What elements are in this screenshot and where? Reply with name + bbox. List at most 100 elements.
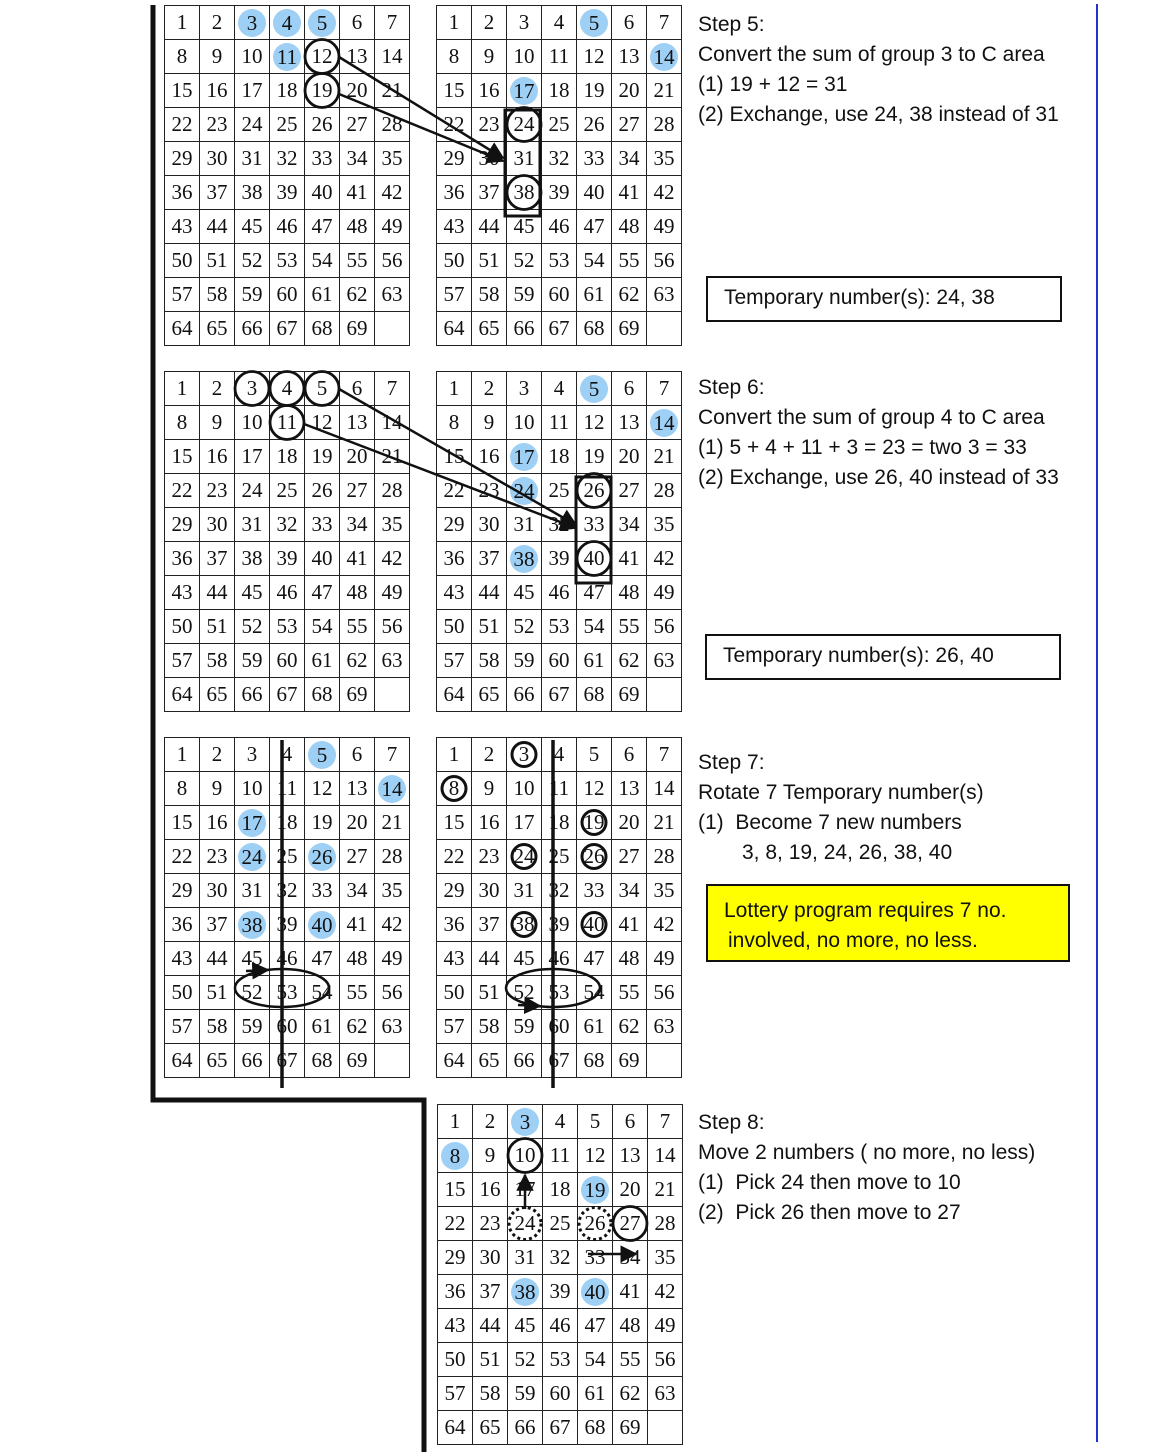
- grid-cell-31: 31: [506, 507, 542, 542]
- grid-number: 62: [618, 1014, 640, 1038]
- grid-cell-45: 45: [506, 575, 542, 610]
- grid-cell-15: 15: [164, 805, 200, 840]
- grid-cell-29: 29: [436, 141, 472, 176]
- grid-cell-16: 16: [472, 1172, 508, 1207]
- grid-number: 65: [206, 682, 228, 706]
- grid-cell-69: 69: [611, 311, 647, 346]
- grid-number: 62: [618, 282, 640, 306]
- grid-number: 57: [444, 1381, 466, 1405]
- grid-cell-50: 50: [164, 609, 200, 644]
- grid-number: 24: [513, 844, 535, 868]
- grid-cell-47: 47: [576, 209, 612, 244]
- grid-cell-19: 19: [577, 1172, 613, 1207]
- grid-cell-22: 22: [437, 1206, 473, 1241]
- grid-number: 16: [478, 78, 500, 102]
- grid-number: 29: [444, 1245, 466, 1269]
- grid-cell-46: 46: [269, 209, 305, 244]
- grid-number: 31: [513, 146, 535, 170]
- grid-cell-66: 66: [507, 1410, 543, 1445]
- grid-cell-17: 17: [234, 73, 270, 108]
- grid-cell-44: 44: [199, 575, 235, 610]
- grid-cell-12: 12: [577, 1138, 613, 1173]
- grid-number: 65: [478, 1048, 500, 1072]
- grid-cell-44: 44: [471, 575, 507, 610]
- grid-cell-63: 63: [374, 1009, 410, 1044]
- grid-cell-64: 64: [436, 311, 472, 346]
- grid-cell-28: 28: [646, 107, 682, 142]
- grid-cell-2: 2: [199, 737, 235, 772]
- grid-number: 23: [478, 478, 500, 502]
- grid-number: 59: [514, 1381, 536, 1405]
- grid-cell-17: 17: [234, 805, 270, 840]
- grid-number: 22: [443, 112, 465, 136]
- grid-number: 58: [479, 1381, 501, 1405]
- grid-number: 11: [548, 44, 570, 68]
- grid-number: 64: [171, 682, 193, 706]
- grid-number: 4: [553, 742, 565, 766]
- grid-number: 16: [206, 444, 228, 468]
- grid-number: 50: [444, 1347, 466, 1371]
- grid-number: 21: [653, 78, 675, 102]
- grid-number: 55: [619, 1347, 641, 1371]
- grid-number: 60: [276, 648, 298, 672]
- grid-number: 56: [381, 248, 403, 272]
- grid-cell-65: 65: [471, 311, 507, 346]
- grid-cell-53: 53: [542, 1342, 578, 1377]
- grid-cell-54: 54: [304, 975, 340, 1010]
- grid-number: 24: [514, 1211, 536, 1235]
- grid-number: 13: [346, 776, 368, 800]
- grid-cell-47: 47: [576, 575, 612, 610]
- grid-number: 49: [653, 946, 675, 970]
- grid-cell-5: 5: [304, 371, 340, 406]
- grid-cell-21: 21: [646, 73, 682, 108]
- grid-number: 27: [346, 478, 368, 502]
- grid-cell-10: 10: [234, 39, 270, 74]
- grid-cell-28: 28: [374, 107, 410, 142]
- grid-number: 33: [584, 1245, 606, 1269]
- grid-cell-43: 43: [436, 209, 472, 244]
- grid-number: 18: [276, 810, 298, 834]
- grid-cell-22: 22: [436, 107, 472, 142]
- grid-cell-29: 29: [437, 1240, 473, 1275]
- grid-number: 69: [618, 682, 640, 706]
- grid-number: 5: [589, 1109, 601, 1133]
- grid-number: 65: [479, 1415, 501, 1439]
- grid-number: 52: [241, 248, 263, 272]
- grid-number: 51: [206, 248, 228, 272]
- grid-cell-4: 4: [541, 371, 577, 406]
- grid-cell-48: 48: [611, 941, 647, 976]
- grid-number: 20: [346, 444, 368, 468]
- grid-number: 33: [311, 878, 333, 902]
- grid-number: 67: [548, 682, 570, 706]
- grid-cell-10: 10: [234, 405, 270, 440]
- grid-number: 21: [381, 444, 403, 468]
- grid-number: 49: [381, 946, 403, 970]
- grid-cell-6: 6: [339, 371, 375, 406]
- grid-number: 24: [513, 112, 535, 136]
- grid-cell-32: 32: [541, 141, 577, 176]
- grid-cell-32: 32: [541, 507, 577, 542]
- grid-cell-60: 60: [541, 277, 577, 312]
- grid-number: 44: [478, 580, 500, 604]
- grid-number: 10: [513, 776, 535, 800]
- grid-cell-41: 41: [612, 1274, 648, 1309]
- grid-cell-11: 11: [542, 1138, 578, 1173]
- grid-cell-31: 31: [506, 873, 542, 908]
- grid-cell-63: 63: [646, 643, 682, 678]
- grid-cell-29: 29: [164, 873, 200, 908]
- grid-number: 58: [206, 648, 228, 672]
- grid-number: 8: [176, 410, 188, 434]
- grid-cell-69: 69: [611, 677, 647, 712]
- grid-cell-48: 48: [611, 575, 647, 610]
- grid-number: 5: [580, 374, 608, 403]
- step6-line2: (1) 5 + 4 + 11 + 3 = 23 = two 3 = 33: [698, 436, 1027, 459]
- grid-cell-54: 54: [304, 609, 340, 644]
